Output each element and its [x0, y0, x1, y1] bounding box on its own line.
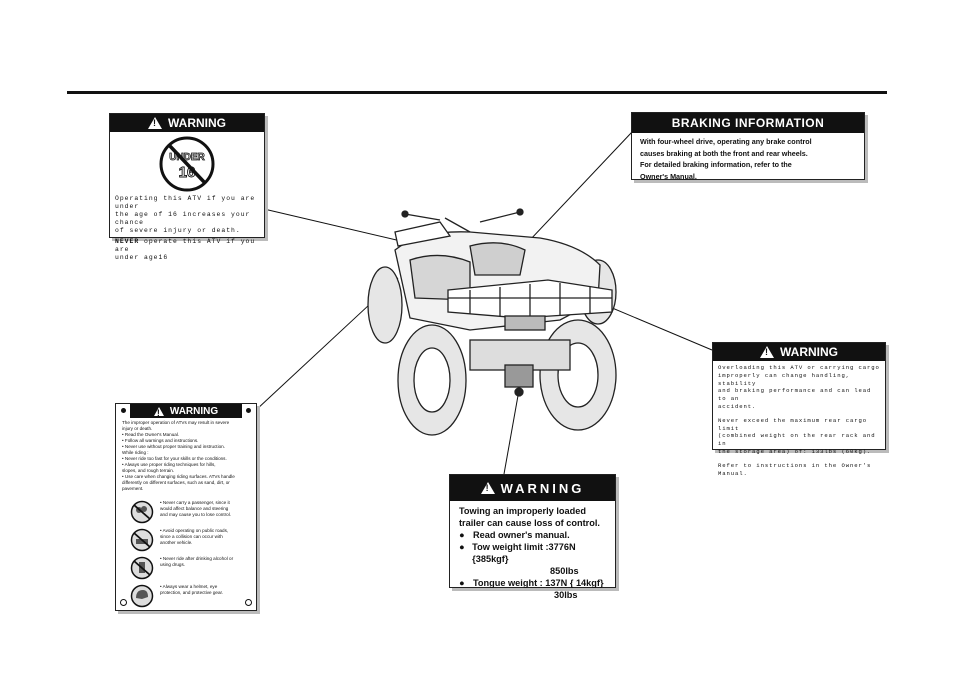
body-line: causes braking at both the front and rea…	[640, 148, 808, 158]
rivet-icon	[246, 408, 251, 413]
label-body: The improper operation of ATVs may resul…	[116, 418, 256, 494]
picto-line: • Never ride after drinking alcohol or	[160, 556, 234, 561]
picto-line: protection, and protective gear.	[160, 590, 224, 595]
list-item: ●Read owner's manual.	[459, 530, 570, 540]
helmet-icon	[130, 584, 154, 608]
warning-header: WARNING	[450, 475, 615, 501]
no-alcohol-icon	[130, 556, 154, 580]
body-line: of severe injury or death.	[115, 227, 241, 234]
list-item-text: Read owner's manual.	[473, 530, 570, 540]
list-item-text-2: 850lbs	[550, 566, 579, 576]
rivet-icon	[120, 599, 127, 606]
body-line: pavement.	[122, 486, 144, 491]
rivet-icon	[121, 408, 126, 413]
list-item-text: Tow weight limit :3776N {385kgf}	[472, 542, 576, 564]
leader-line	[597, 301, 713, 351]
braking-header: BRAKING INFORMATION	[632, 113, 864, 133]
body-line: accident.	[718, 402, 757, 410]
warning-triangle-icon	[148, 117, 162, 129]
pictogram-row: • Avoid operating on public roads,since …	[130, 528, 250, 552]
body-line: the storage area) of: 133lbs (60kg).	[718, 447, 872, 455]
no-passenger-icon	[130, 500, 154, 524]
never-strong: NEVER	[115, 238, 140, 245]
body-line: Manual.	[718, 469, 748, 477]
warning-triangle-icon	[760, 346, 774, 358]
body-line: Owner's Manual.	[640, 171, 697, 181]
sign-text-under: UNDER	[169, 152, 205, 163]
label-title: BRAKING INFORMATION	[671, 116, 825, 130]
body-line: • Never ride too fast for your skills or…	[122, 456, 227, 461]
label-title: WARNING	[780, 345, 838, 359]
body-line: Towing an improperly loaded	[459, 506, 586, 516]
body-line: the age of 16 increases your chance	[115, 211, 251, 226]
warning-header: WARNING	[110, 114, 264, 132]
body-line: Overloading this ATV or carrying cargo	[718, 364, 880, 371]
warning-header: WARNING	[713, 343, 885, 361]
warning-header: WARNING	[130, 404, 242, 418]
leader-line	[503, 389, 520, 475]
body-line: For detailed braking information, refer …	[640, 160, 792, 169]
body-line: Never exceed the maximum rear cargo limi…	[718, 416, 867, 432]
never-line-2: under age16	[115, 254, 169, 261]
warning-triangle-icon	[480, 482, 495, 494]
cargo-warning-label: WARNING Overloading this ATV or carrying…	[712, 342, 886, 477]
braking-information-label: BRAKING INFORMATION With four-wheel driv…	[631, 112, 865, 181]
general-warning-label: WARNING The improper operation of ATVs m…	[115, 403, 257, 611]
prohibition-icon: UNDER 16	[159, 136, 215, 192]
body-line: With four-wheel drive, operating any bra…	[640, 137, 812, 146]
body-line: • Use care when changing riding surfaces…	[122, 474, 235, 479]
under-16-warning-label: WARNING UNDER 16 Operating this ATV if y…	[109, 113, 265, 261]
label-body: With four-wheel drive, operating any bra…	[632, 133, 864, 185]
never-rest: operate this ATV if you are	[115, 238, 256, 253]
no-under-16-sign: UNDER 16	[110, 135, 264, 193]
label-body: Operating this ATV if you are under the …	[110, 194, 264, 263]
picto-line: another vehicle.	[160, 540, 193, 545]
body-line: While riding :	[122, 450, 149, 455]
body-line: injury or death.	[122, 426, 153, 431]
body-line: • Never use without proper training and …	[122, 444, 225, 449]
body-line: Operating this ATV if you are under	[115, 195, 256, 210]
header-rule	[67, 91, 887, 94]
body-line: (combined weight on the rear rack and in	[718, 432, 876, 448]
list-item: ●Tongue weight : 137N { 14kgf}	[459, 578, 604, 588]
picto-line: since a collision can occur with	[160, 534, 223, 539]
body-line: • Follow all warnings and instructions.	[122, 438, 199, 443]
label-title: WARNING	[169, 405, 219, 417]
list-item: ●Tow weight limit :3776N {385kgf}	[459, 541, 606, 565]
rivet-icon	[245, 599, 252, 606]
picto-line: • Never carry a passenger, since it	[160, 500, 230, 505]
picto-line: would affect balance and steering	[160, 506, 229, 511]
atv-drawing	[367, 208, 617, 436]
body-line: The improper operation of ATVs may resul…	[122, 420, 230, 425]
picto-line: • Avoid operating on public roads,	[160, 528, 229, 533]
label-title: WARNING	[168, 116, 226, 130]
label-body: Towing an improperly loaded trailer can …	[450, 501, 615, 605]
picto-line: and may cause you to lose control.	[160, 512, 231, 517]
body-line: • Read the Owner's Manual.	[122, 432, 180, 437]
picto-line: using drugs.	[160, 562, 186, 567]
body-line: slopes, and rough terrain.	[122, 468, 175, 473]
warning-triangle-icon	[153, 406, 164, 418]
no-public-roads-icon	[130, 528, 154, 552]
leader-line	[263, 208, 406, 243]
body-line: Refer to instructions in the Owner's	[718, 461, 872, 469]
body-line: trailer can cause loss of control.	[459, 518, 600, 528]
body-line: improperly can change handling, stabilit…	[718, 371, 850, 387]
label-body: Overloading this ATV or carrying cargo i…	[713, 361, 885, 480]
list-item-text: Tongue weight : 137N { 14kgf}	[473, 578, 604, 588]
body-line: • Always use proper riding techniques fo…	[122, 462, 216, 467]
picto-line: • Always wear a helmet, eye	[160, 584, 218, 589]
body-line: differently on different surfaces, such …	[122, 480, 230, 485]
never-line: NEVER operate this ATV if you are	[115, 238, 259, 254]
towing-warning-label: WARNING Towing an improperly loaded trai…	[449, 474, 616, 600]
label-title: WARNING	[500, 480, 585, 496]
body-line: and braking performance and can lead to …	[718, 387, 872, 403]
list-item-text-2: 30lbs	[554, 590, 578, 600]
